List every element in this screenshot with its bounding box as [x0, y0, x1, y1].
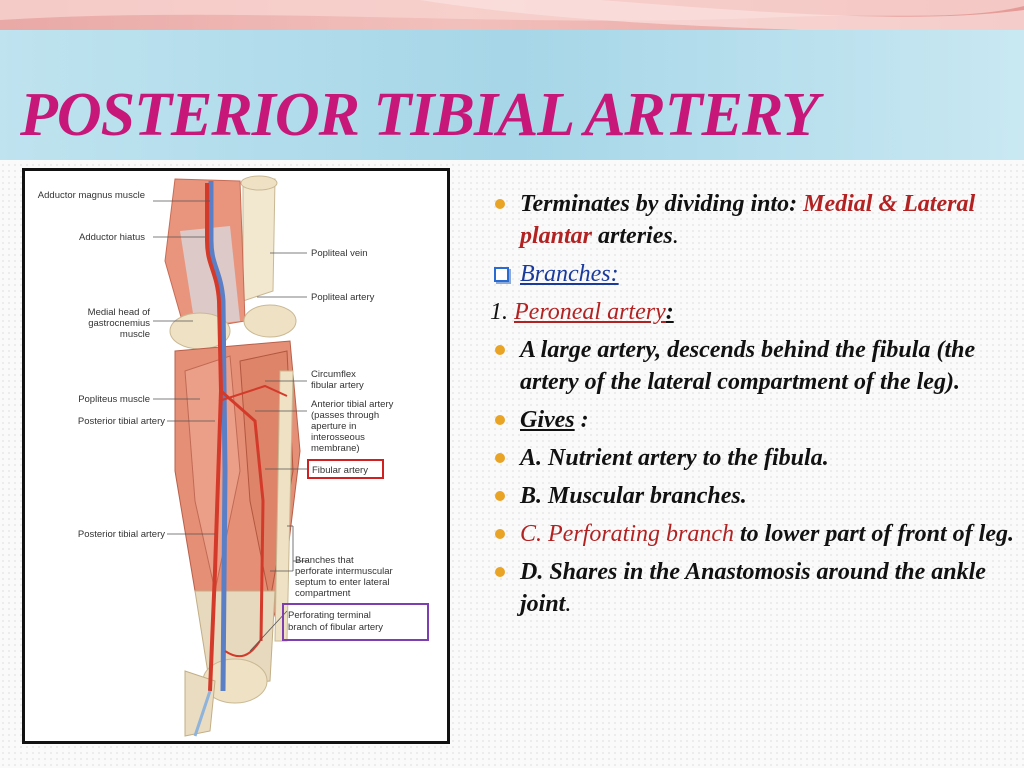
anastomosis-text: D. Shares in the Anastomosis around the … [520, 559, 986, 617]
peroneal-colon: : [665, 299, 674, 325]
title-band [0, 30, 1024, 160]
bullet-dot-icon [495, 199, 505, 209]
label-posterior-tibial-upper: Posterior tibial artery [78, 416, 165, 427]
label-anterior-tibial-3: aperture in [311, 421, 356, 432]
anatomy-figure: Adductor magnus muscle Adductor hiatus M… [22, 168, 450, 744]
label-perforating-1: Perforating terminal [288, 610, 371, 621]
bullet-dot-icon [495, 345, 505, 355]
label-anterior-tibial-2: (passes through [311, 410, 379, 421]
label-medial-head-2: gastrocnemius [88, 318, 150, 329]
bullet-dot-icon [495, 529, 505, 539]
wave-decoration [0, 0, 1024, 30]
branches-label: Branches: [520, 261, 619, 287]
terminates-text: Terminates by dividing into: [520, 191, 804, 217]
period-text: . [672, 223, 679, 249]
bullet-dot-icon [495, 567, 505, 577]
peroneal-label: Peroneal artery [514, 299, 666, 325]
gives-colon: : [574, 407, 589, 433]
bullet-dot-icon [495, 491, 505, 501]
bullet-dot-icon [495, 415, 505, 425]
label-posterior-tibial-lower: Posterior tibial artery [78, 529, 165, 540]
peroneal-heading: 1. Peroneal artery: [490, 296, 1020, 328]
bullet-anastomosis: D. Shares in the Anastomosis around the … [490, 556, 1020, 620]
muscular-text: B. Muscular branches. [520, 483, 747, 509]
slide-title: POSTERIOR TIBIAL ARTERY [20, 81, 819, 149]
label-fibular-artery: Fibular artery [312, 465, 368, 476]
leg-illustration: Adductor magnus muscle Adductor hiatus M… [38, 175, 429, 737]
label-adductor-magnus: Adductor magnus muscle [38, 190, 145, 201]
perforating-branch-text: C. Perforating branch [520, 521, 734, 547]
bullet-muscular: B. Muscular branches. [490, 480, 1020, 512]
label-branches-3: septum to enter lateral [295, 577, 390, 588]
large-artery-text: A large artery, descends behind the fibu… [520, 337, 976, 395]
peroneal-number: 1. [490, 299, 514, 325]
label-popliteal-vein: Popliteal vein [311, 248, 368, 259]
bullet-terminates: Terminates by dividing into: Medial & La… [490, 188, 1020, 252]
bullet-perforating: C. Perforating branch to lower part of f… [490, 518, 1020, 550]
label-medial-head-3: muscle [120, 329, 150, 340]
label-branches-4: compartment [295, 588, 351, 599]
branches-heading: Branches: [490, 258, 1020, 290]
label-anterior-tibial-4: interosseous [311, 432, 365, 443]
perforating-branch-highlight [282, 603, 429, 641]
arteries-text: arteries [592, 223, 673, 249]
label-medial-head-1: Medial head of [88, 307, 151, 318]
label-branches-1: Branches that [295, 555, 354, 566]
bullet-gives: Gives : [490, 404, 1020, 436]
bullet-large-artery: A large artery, descends behind the fibu… [490, 334, 1020, 398]
label-anterior-tibial-1: Anterior tibial artery [311, 399, 394, 410]
label-anterior-tibial-5: membrane) [311, 443, 360, 454]
fibular-artery-highlight [307, 459, 384, 479]
top-decorative-band [0, 0, 1024, 30]
anastomosis-period: . [565, 591, 572, 617]
perforating-tail-text: to lower part of front of leg. [734, 521, 1014, 547]
label-branches-2: perforate intermuscular [295, 566, 393, 577]
label-popliteus: Popliteus muscle [78, 394, 150, 405]
checkbox-square-icon [494, 267, 509, 282]
label-circumflex-1: Circumflex [311, 369, 356, 380]
bullet-nutrient: A. Nutrient artery to the fibula. [490, 442, 1020, 474]
label-circumflex-2: fibular artery [311, 380, 364, 391]
label-adductor-hiatus: Adductor hiatus [79, 232, 145, 243]
nutrient-text: A. Nutrient artery to the fibula. [520, 445, 829, 471]
bullet-content: Terminates by dividing into: Medial & La… [490, 188, 1020, 620]
gives-label: Gives [520, 407, 575, 433]
plantar-arteries-text: Medial & Lateral plantar [520, 191, 976, 249]
label-popliteal-artery: Popliteal artery [311, 292, 375, 303]
label-perforating-2: branch of fibular artery [288, 622, 383, 633]
bullet-dot-icon [495, 453, 505, 463]
